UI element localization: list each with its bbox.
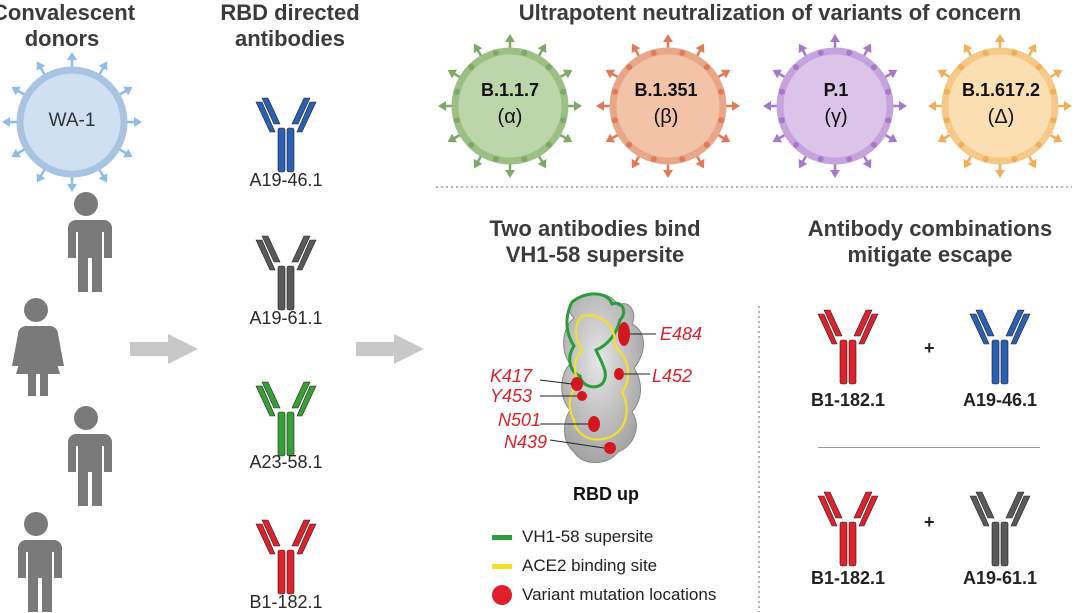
antibody-label: B1-182.1 <box>249 592 323 612</box>
person-icon <box>68 406 112 506</box>
antibody-icon-a19-61-1 <box>969 491 1031 567</box>
combo-right-label: A19-46.1 <box>962 390 1038 410</box>
mutation-label-y453: Y453 <box>490 386 533 406</box>
variant-greek: (Δ) <box>987 106 1015 128</box>
mutation-label-n501: N501 <box>498 410 542 430</box>
donors-header: Convalescent donors <box>0 0 136 51</box>
antibody-icon-a19-46-1 <box>969 309 1031 385</box>
vertical-dotted-divider <box>758 306 760 612</box>
antibody-label: A19-46.1 <box>249 170 323 190</box>
antibody-icon-a19-46-1 <box>255 97 317 173</box>
antibody-icon-b1-182-1 <box>255 519 317 595</box>
antibody-icon-a23-58-1 <box>255 381 317 457</box>
combo-right-label: A19-61.1 <box>962 568 1038 588</box>
combo-divider <box>818 447 1040 448</box>
binding-header: Two antibodies bind VH1-58 supersite <box>489 216 701 267</box>
combo-left-label: B1-182.1 <box>810 390 886 410</box>
antibody-icon-b1-182-1 <box>817 491 879 567</box>
variant-label: B.1.1.7 <box>480 80 540 100</box>
wa1-label: WA-1 <box>48 110 96 131</box>
arrow-icon <box>130 334 198 364</box>
person-icon <box>18 512 62 612</box>
legend-item-mutations: Variant mutation locations <box>492 585 716 605</box>
green-line-icon <box>492 534 512 540</box>
variant-greek: (β) <box>653 106 679 128</box>
antibody-icon-a19-61-1 <box>255 235 317 311</box>
combo-left-label: B1-182.1 <box>810 568 886 588</box>
variant-greek: (α) <box>497 106 523 128</box>
yellow-line-icon <box>492 563 512 569</box>
mutation-label-l452: L452 <box>652 366 693 386</box>
variant-label: B.1.351 <box>634 80 698 100</box>
variants-header: Ultrapotent neutralization of variants o… <box>518 0 1022 25</box>
variant-greek: (γ) <box>824 106 848 128</box>
mutation-label-n439: N439 <box>504 432 548 452</box>
legend-label: Variant mutation locations <box>522 585 717 604</box>
legend-label: ACE2 binding site <box>522 556 658 575</box>
antibody-label: A19-61.1 <box>249 308 323 328</box>
person-icon <box>12 298 64 396</box>
combo-plus: + <box>924 512 935 532</box>
person-icon <box>68 192 112 292</box>
rbd-label: RBD up <box>573 484 639 504</box>
horizontal-dotted-divider <box>436 186 1072 188</box>
mutation-label-e484: E484 <box>660 324 703 344</box>
legend-item-ace2: ACE2 binding site <box>492 556 657 576</box>
rbd-structure <box>539 292 656 463</box>
variant-label: P.1 <box>823 80 849 100</box>
antibodies-header: RBD directed antibodies <box>220 0 360 51</box>
antibody-label: A23-58.1 <box>249 452 323 472</box>
arrow-icon <box>356 334 424 364</box>
antibody-icon-b1-182-1 <box>817 309 879 385</box>
variant-label: B.1.617.2 <box>961 80 1041 100</box>
combo-plus: + <box>924 338 935 358</box>
legend-item-supersite: VH1-58 supersite <box>492 527 653 547</box>
combos-header: Antibody combinations mitigate escape <box>807 216 1053 267</box>
legend-label: VH1-58 supersite <box>522 527 654 546</box>
red-dot-icon <box>492 585 512 605</box>
mutation-label-k417: K417 <box>490 366 533 386</box>
